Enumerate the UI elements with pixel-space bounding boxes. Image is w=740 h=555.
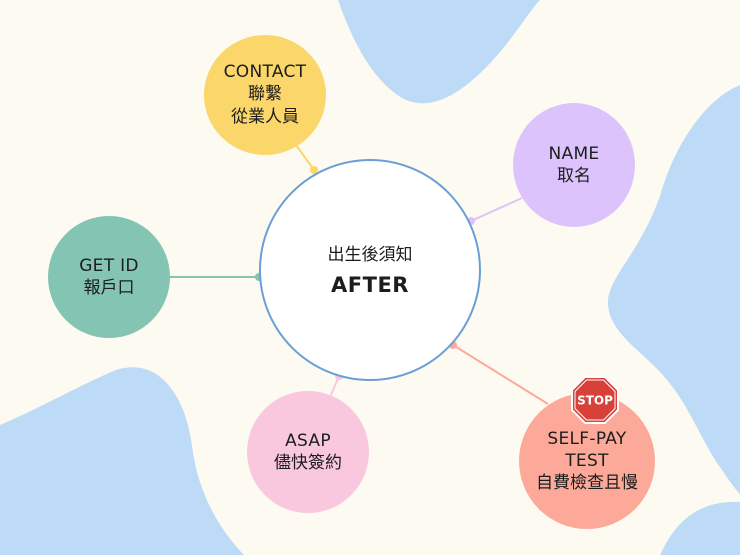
- connector-contact: [295, 144, 315, 171]
- stop-sign-label: STOP: [577, 394, 613, 408]
- blob-top-right: [338, 0, 540, 104]
- node-asap-zh1: 儘快簽約: [274, 452, 342, 473]
- node-name-zh1: 取名: [557, 165, 591, 186]
- blob-bottom-right: [660, 501, 740, 555]
- stop-sign-inner-border: [574, 379, 616, 421]
- node-self-pay: SELF-PAY TEST 自費檢查且慢: [519, 393, 655, 529]
- node-self-pay-en1: SELF-PAY: [547, 428, 627, 449]
- node-asap-en: ASAP: [285, 430, 331, 451]
- node-self-pay-zh1: 自費檢查且慢: [536, 472, 638, 493]
- node-get-id-en: GET ID: [79, 255, 139, 276]
- node-get-id-zh1: 報戶口: [83, 277, 135, 298]
- blob-bottom-left: [0, 367, 244, 555]
- node-self-pay-en2: TEST: [565, 450, 609, 471]
- stop-sign-icon: STOP: [571, 376, 619, 424]
- node-get-id: GET ID 報戶口: [48, 216, 170, 338]
- node-name: NAME 取名: [513, 103, 635, 227]
- node-contact: CONTACT 聯繫 從業人員: [204, 35, 326, 155]
- center-node: 出生後須知 AFTER: [259, 159, 481, 381]
- center-subtitle: 出生後須知: [327, 245, 413, 265]
- node-contact-zh1: 聯繫: [248, 84, 282, 104]
- node-name-en: NAME: [548, 143, 600, 164]
- node-asap: ASAP 儘快簽約: [247, 391, 369, 513]
- stop-sign-octagon: [571, 376, 619, 424]
- connector-name: [470, 197, 523, 222]
- blob-right: [607, 85, 740, 494]
- node-contact-zh2: 從業人員: [231, 107, 299, 127]
- node-contact-en: CONTACT: [223, 62, 307, 82]
- connector-self-pay: [452, 344, 549, 405]
- center-title: AFTER: [331, 273, 409, 297]
